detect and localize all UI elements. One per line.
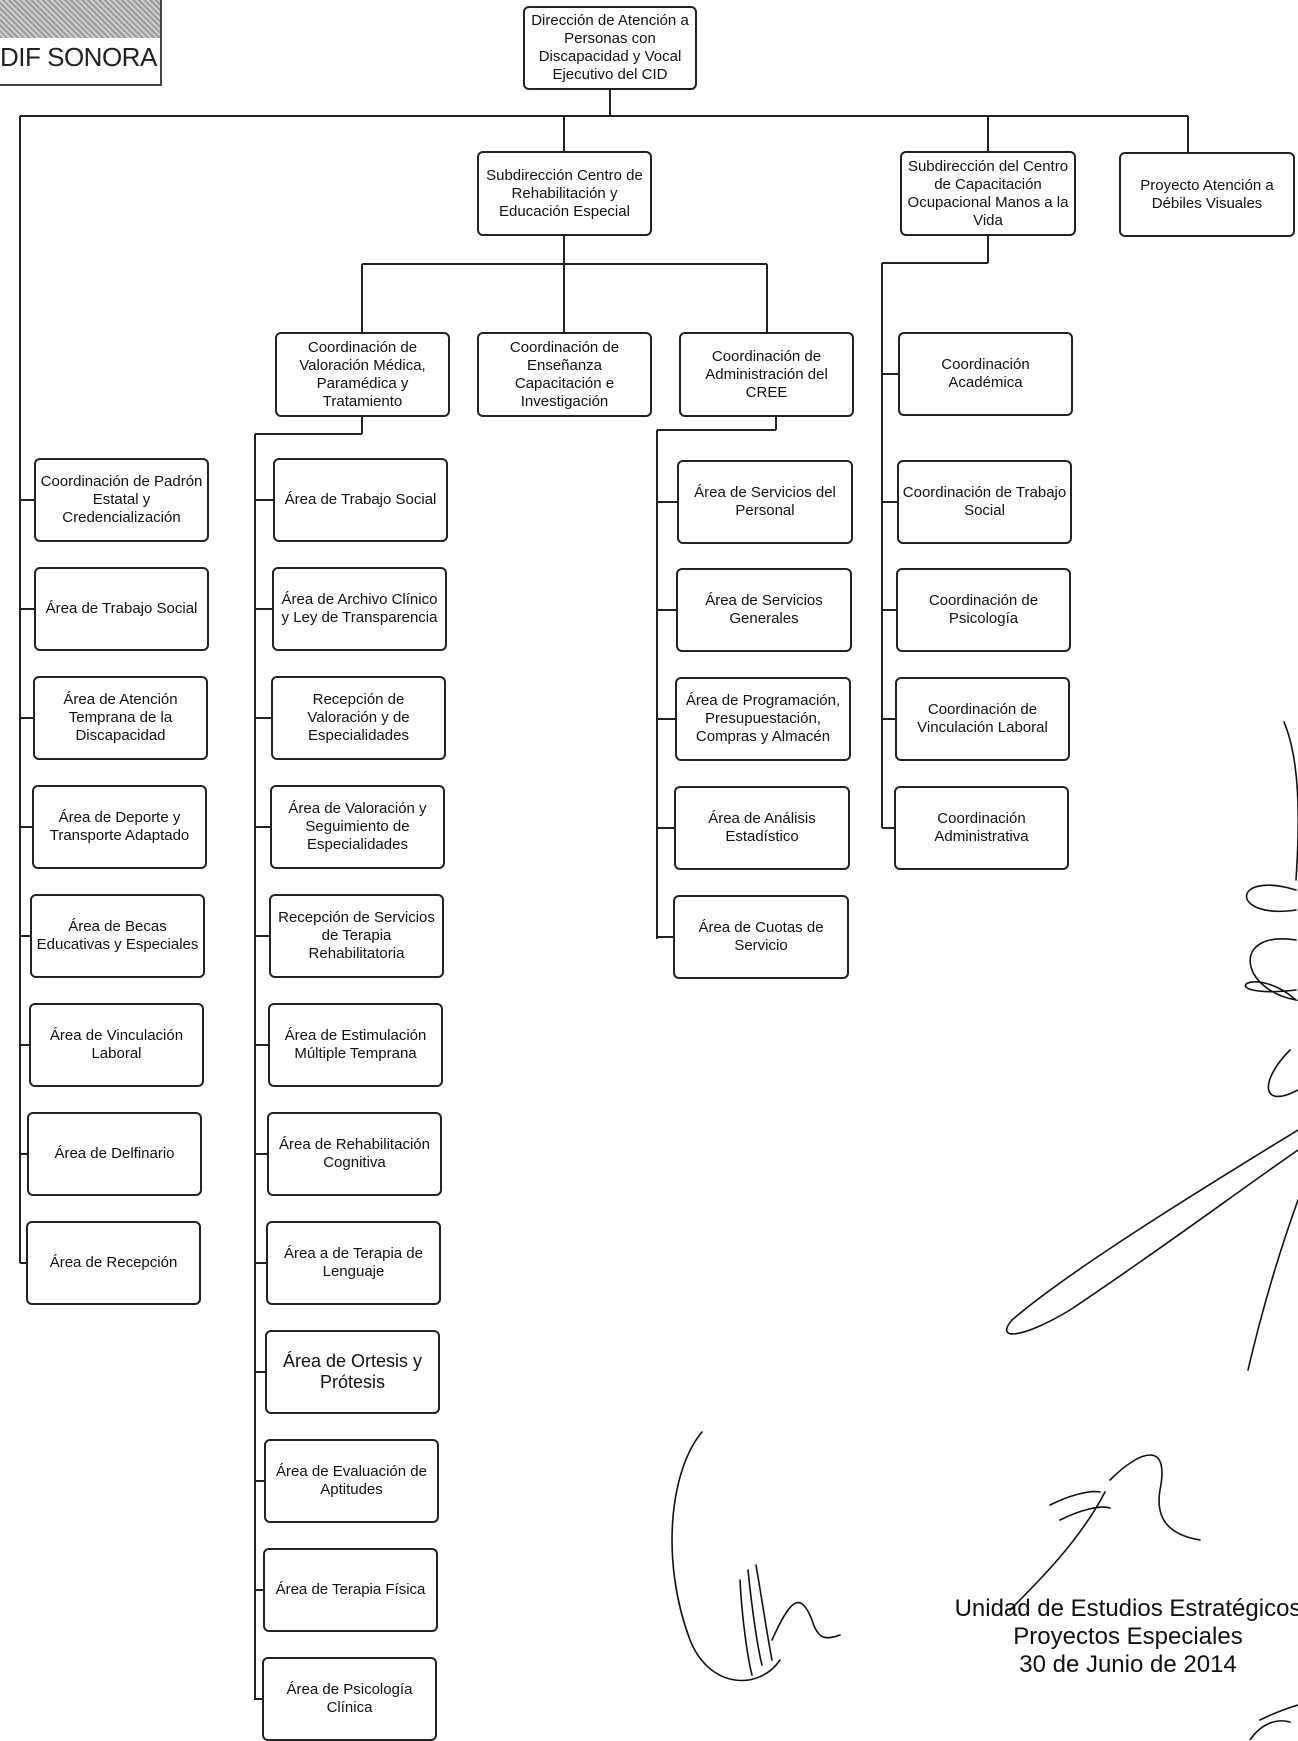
- coord-admin-cree-box: Coordinación de Administración del CREE: [679, 332, 854, 417]
- left-box-8: Área de Recepción: [26, 1221, 201, 1305]
- admin-box-5: Área de Cuotas de Servicio: [673, 895, 849, 979]
- footer-date: 30 de Junio de 2014: [1019, 1651, 1237, 1678]
- val-box-4: Área de Valoración y Seguimiento de Espe…: [270, 785, 445, 869]
- left-box-3: Área de Atención Temprana de la Discapac…: [33, 676, 208, 760]
- logo-text: DIF SONORA: [0, 42, 157, 72]
- admin-box-4: Área de Análisis Estadístico: [674, 786, 850, 870]
- val-box-3: Recepción de Valoración y de Especialida…: [271, 676, 446, 760]
- val-box-5: Recepción de Servicios de Terapia Rehabi…: [269, 894, 444, 978]
- proyecto-box: Proyecto Atención a Débiles Visuales: [1119, 152, 1295, 237]
- left-box-4: Área de Deporte y Transporte Adaptado: [32, 785, 207, 869]
- cco-box-5: Coordinación Administrativa: [894, 786, 1069, 870]
- admin-box-1: Área de Servicios del Personal: [677, 460, 853, 544]
- left-box-2: Área de Trabajo Social: [34, 567, 209, 651]
- val-box-6: Área de Estimulación Múltiple Temprana: [268, 1003, 443, 1087]
- val-box-7: Área de Rehabilitación Cognitiva: [267, 1112, 442, 1196]
- val-box-1: Área de Trabajo Social: [273, 458, 448, 542]
- admin-box-2: Área de Servicios Generales: [676, 568, 852, 652]
- cco-box-4: Coordinación de Vinculación Laboral: [895, 677, 1070, 761]
- coord-valoracion-box: Coordinación de Valoración Médica, Param…: [275, 332, 450, 417]
- seal-image: [0, 0, 160, 38]
- left-box-6: Área de Vinculación Laboral: [29, 1003, 204, 1087]
- left-box-1: Coordinación de Padrón Estatal y Credenc…: [34, 458, 209, 542]
- val-box-2: Área de Archivo Clínico y Ley de Transpa…: [272, 567, 447, 651]
- left-box-7: Área de Delfinario: [27, 1112, 202, 1196]
- cco-box-3: Coordinación de Psicología: [896, 568, 1071, 652]
- sub-cco-box: Subdirección del Centro de Capacitación …: [900, 151, 1076, 236]
- footer-projects: Proyectos Especiales: [1013, 1623, 1243, 1650]
- cco-box-1: Coordinación Académica: [898, 332, 1073, 416]
- val-box-8: Área a de Terapia de Lenguaje: [266, 1221, 441, 1305]
- val-box-9: Área de Ortesis y Prótesis: [265, 1330, 440, 1414]
- root-box: Dirección de Atención a Personas con Dis…: [523, 6, 697, 90]
- admin-box-3: Área de Programación, Presupuestación, C…: [675, 677, 851, 761]
- sub-crees-box: Subdirección Centro de Rehabilitación y …: [477, 151, 652, 236]
- val-box-11: Área de Terapia Física: [263, 1548, 438, 1632]
- left-box-5: Área de Becas Educativas y Especiales: [30, 894, 205, 978]
- val-box-12: Área de Psicología Clínica: [262, 1657, 437, 1741]
- footer-block: Unidad de Estudios Estratégicos Proyecto…: [928, 1595, 1298, 1679]
- val-box-10: Área de Evaluación de Aptitudes: [264, 1439, 439, 1523]
- footer-unit: Unidad de Estudios Estratégicos: [954, 1595, 1298, 1622]
- coord-ensenanza-box: Coordinación de Enseñanza Capacitación e…: [477, 332, 652, 417]
- dif-sonora-logo: DIF SONORA: [0, 0, 162, 86]
- cco-box-2: Coordinación de Trabajo Social: [897, 460, 1072, 544]
